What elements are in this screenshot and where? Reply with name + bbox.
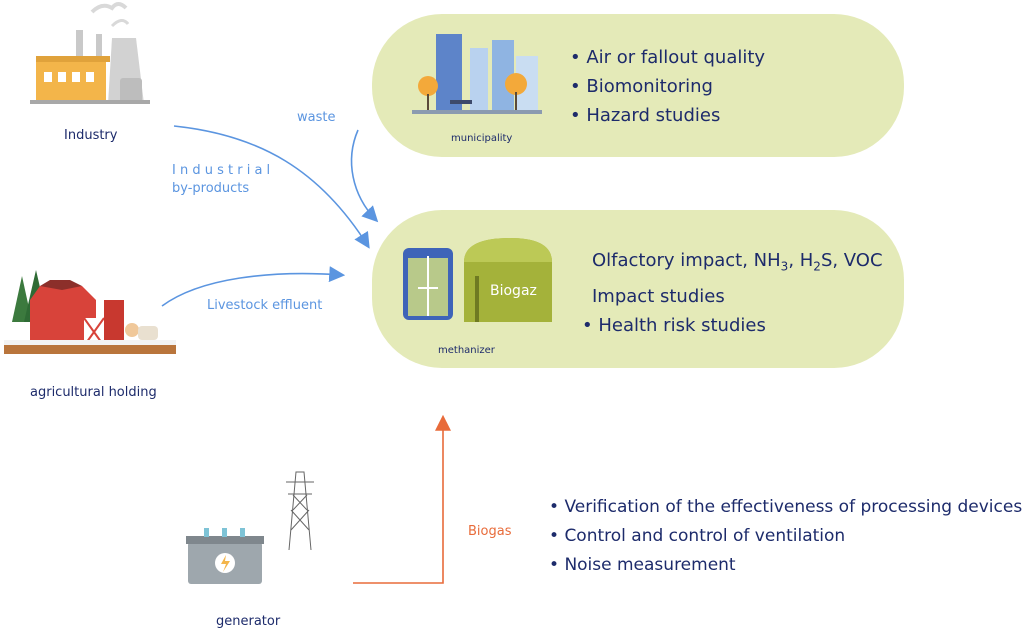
list-item: • Control and control of ventilation bbox=[549, 526, 846, 546]
health-risk-line: • Health risk studies bbox=[582, 314, 766, 336]
industry-label: Industry bbox=[64, 128, 118, 143]
waste-label: waste bbox=[297, 110, 336, 125]
biogas-label: Biogas bbox=[468, 524, 512, 539]
list-item: • Hazard studies bbox=[570, 105, 721, 126]
list-item: • Noise measurement bbox=[549, 555, 736, 575]
list-item: • Biomonitoring bbox=[570, 76, 713, 97]
agricultural-holding-label: agricultural holding bbox=[30, 385, 157, 400]
biogas-tank-icon bbox=[464, 238, 552, 322]
industrial-label: I n d u s t r i a l bbox=[172, 163, 271, 178]
livestock-effluent-label: Livestock effluent bbox=[207, 298, 323, 313]
arrow-industrial-by-products bbox=[173, 125, 370, 249]
municipality-label: municipality bbox=[451, 133, 513, 144]
arrow-waste bbox=[350, 129, 379, 223]
generator-label: generator bbox=[216, 614, 281, 629]
generator-list: • Verification of the effectiveness of p… bbox=[549, 493, 1022, 580]
transformer-icon bbox=[186, 528, 264, 584]
municipality-list: • Air or fallout quality • Biomonitoring… bbox=[570, 43, 765, 130]
list-item: • Verification of the effectiveness of p… bbox=[549, 497, 1023, 517]
methanizer-label: methanizer bbox=[438, 345, 495, 356]
city-icon bbox=[412, 34, 542, 114]
olfactory-impact-line: Olfactory impact, NH3, H2S, VOC bbox=[592, 250, 883, 274]
arrow-livestock-effluent bbox=[161, 266, 346, 307]
methanizer-list: Olfactory impact, NH3, H2S, VOC Impact s… bbox=[582, 246, 883, 340]
impact-studies-line: Impact studies bbox=[592, 285, 725, 307]
digester-tank-icon bbox=[403, 248, 453, 320]
methanizer-panel bbox=[372, 210, 904, 368]
biogaz-tank-label: Biogaz bbox=[490, 283, 537, 299]
list-item: • Air or fallout quality bbox=[570, 47, 766, 68]
power-pylon-icon bbox=[286, 471, 314, 551]
factory-icon bbox=[30, 2, 150, 104]
farm-icon bbox=[4, 270, 176, 354]
arrow-biogas bbox=[353, 414, 451, 584]
by-products-label: by-products bbox=[172, 181, 250, 196]
